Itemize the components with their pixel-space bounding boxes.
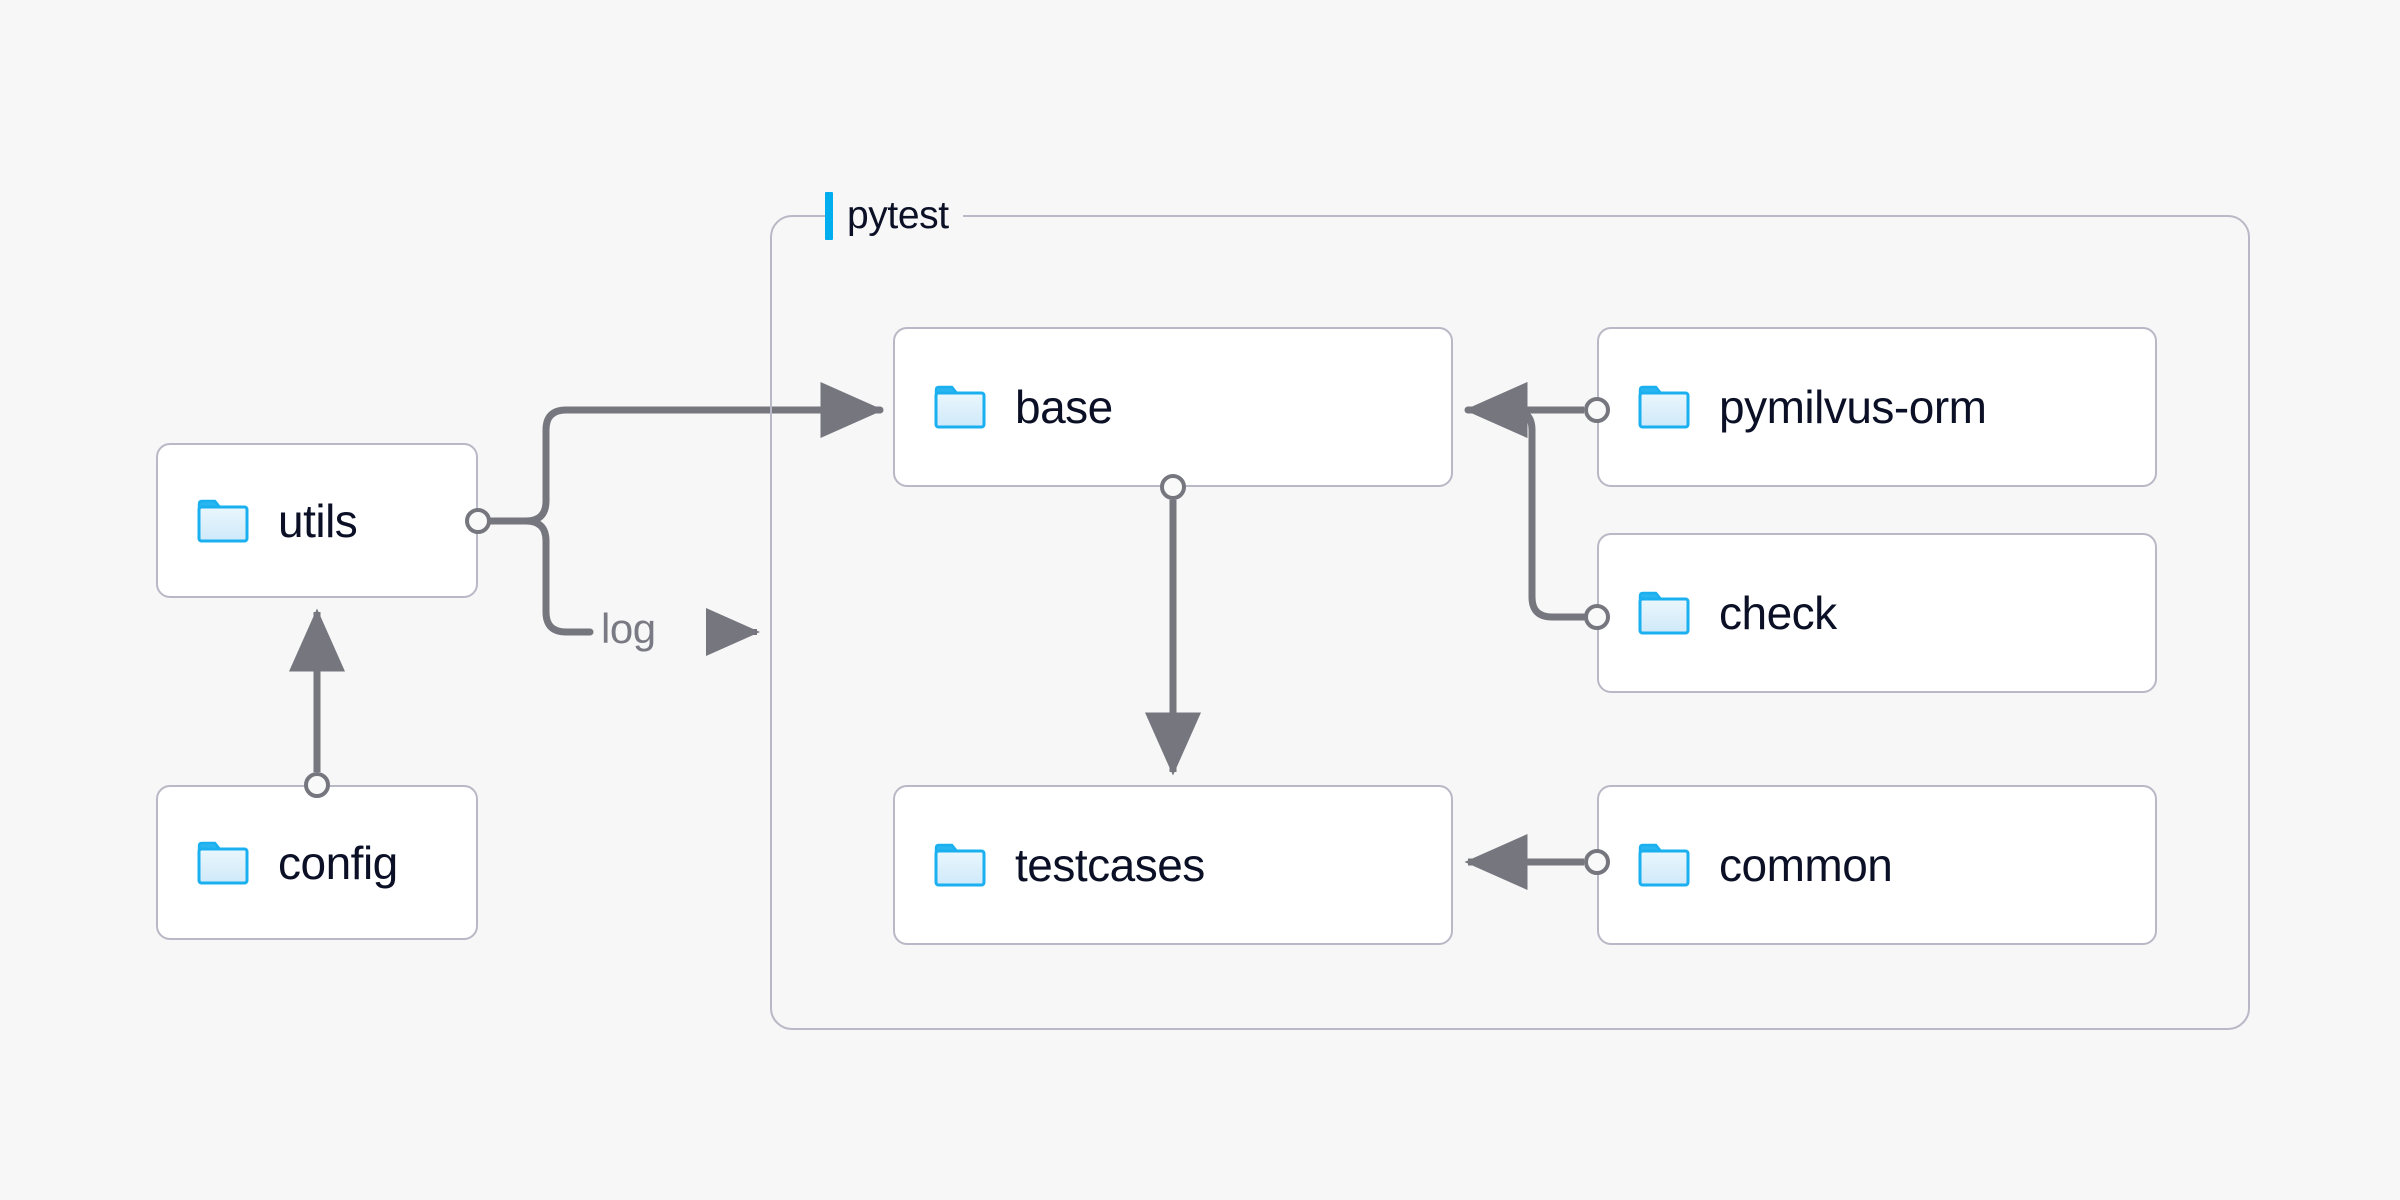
folder-icon	[934, 385, 986, 429]
port-base-bottom[interactable]	[1160, 474, 1186, 500]
edge-label-log: log	[601, 605, 656, 653]
node-common-label: common	[1719, 839, 1893, 891]
folder-icon	[934, 843, 986, 887]
node-testcases-label: testcases	[1015, 839, 1205, 891]
node-testcases[interactable]: testcases	[893, 785, 1453, 945]
node-common[interactable]: common	[1597, 785, 2157, 945]
folder-icon	[197, 841, 249, 884]
group-pytest[interactable]	[770, 215, 2250, 1030]
folder-icon	[197, 499, 249, 542]
folder-icon	[1638, 385, 1690, 429]
folder-icon	[1638, 843, 1690, 887]
node-base[interactable]: base	[893, 327, 1453, 487]
node-base-label: base	[1015, 381, 1113, 433]
port-config-top[interactable]	[304, 772, 330, 798]
node-config-label: config	[278, 836, 398, 889]
port-common-left[interactable]	[1584, 849, 1610, 875]
node-check-label: check	[1719, 587, 1837, 639]
node-utils-label: utils	[278, 494, 358, 547]
node-utils[interactable]: utils	[156, 443, 478, 598]
node-pymilvus-orm-label: pymilvus-orm	[1719, 381, 1987, 433]
group-pytest-label-text: pytest	[847, 194, 949, 237]
folder-icon	[1638, 591, 1690, 635]
port-pymilvus-orm-left[interactable]	[1584, 397, 1610, 423]
node-check[interactable]: check	[1597, 533, 2157, 693]
group-accent-bar	[825, 192, 833, 240]
node-config[interactable]: config	[156, 785, 478, 940]
edge-utils-to-log	[487, 517, 594, 636]
port-utils-right[interactable]	[465, 508, 491, 534]
node-pymilvus-orm[interactable]: pymilvus-orm	[1597, 327, 2157, 487]
port-check-left[interactable]	[1584, 604, 1610, 630]
edge-label-log-text: log	[601, 605, 656, 652]
group-pytest-label: pytest	[825, 190, 963, 242]
